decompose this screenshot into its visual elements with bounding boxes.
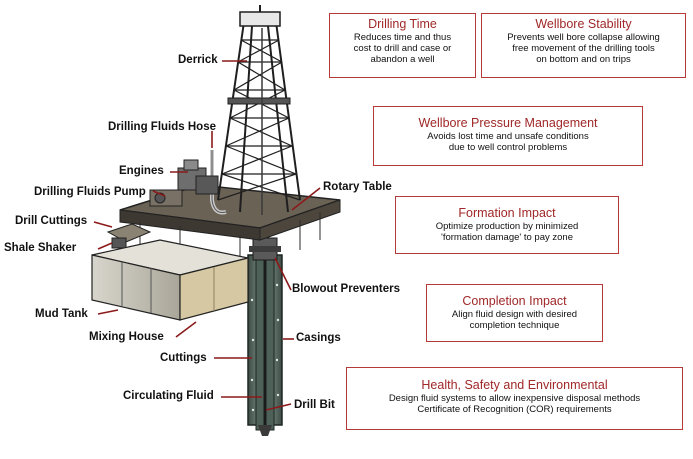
box-completion-impact-line-1: Align fluid design with desired	[451, 309, 578, 320]
drill-bit-shape	[258, 425, 272, 436]
box-formation-impact-line-1: Optimize production by minimized	[435, 221, 579, 232]
box-hse: Health, Safety and Environmental Design …	[346, 367, 683, 430]
mud-tanks	[91, 239, 249, 321]
box-formation-impact-line-2: 'formation damage' to pay zone	[441, 232, 573, 243]
box-completion-impact-title: Completion Impact	[462, 294, 567, 308]
shale-shaker-shape	[106, 223, 152, 249]
pointer-lines	[93, 60, 321, 411]
box-hse-line-2: Certificate of Recognition (COR) require…	[417, 404, 612, 415]
box-wellbore-pressure-title: Wellbore Pressure Management	[418, 116, 598, 130]
label-derrick: Derrick	[178, 54, 218, 66]
label-drill-bit: Drill Bit	[294, 399, 335, 411]
box-drilling-time-title: Drilling Time	[368, 17, 437, 31]
label-drilling-fluids-pump: Drilling Fluids Pump	[34, 186, 146, 198]
pump-shape	[149, 189, 183, 207]
box-wellbore-stability-line-2: free movement of the drilling tools	[512, 43, 655, 54]
derrick-tower	[217, 5, 301, 213]
box-drilling-time-line-3: abandon a well	[370, 54, 435, 65]
box-hse-title: Health, Safety and Environmental	[421, 378, 608, 392]
label-mixing-house: Mixing House	[89, 331, 164, 343]
label-rotary-table: Rotary Table	[323, 181, 392, 193]
label-circulating-fluid: Circulating Fluid	[123, 390, 214, 402]
box-formation-impact: Formation Impact Optimize production by …	[395, 196, 619, 254]
blowout-preventer-stack	[249, 237, 281, 261]
box-wellbore-pressure: Wellbore Pressure Management Avoids lost…	[373, 106, 643, 166]
label-drilling-fluids-hose: Drilling Fluids Hose	[108, 121, 216, 133]
box-wellbore-stability-title: Wellbore Stability	[535, 17, 632, 31]
box-wellbore-pressure-line-2: due to well control problems	[448, 142, 568, 153]
label-mud-tank: Mud Tank	[35, 308, 88, 320]
label-engines: Engines	[119, 165, 164, 177]
box-drilling-time-line-1: Reduces time and thus	[353, 32, 452, 43]
label-shale-shaker: Shale Shaker	[4, 242, 77, 254]
box-completion-impact-line-2: completion technique	[469, 320, 560, 331]
box-wellbore-stability: Wellbore Stability Prevents well bore co…	[481, 13, 686, 78]
box-wellbore-stability-line-3: on bottom and on trips	[536, 54, 631, 65]
box-drilling-time-line-2: cost to drill and case or	[353, 43, 452, 54]
box-drilling-time: Drilling Time Reduces time and thus cost…	[329, 13, 476, 78]
label-cuttings: Cuttings	[160, 352, 207, 364]
box-completion-impact: Completion Impact Align fluid design wit…	[426, 284, 603, 342]
box-formation-impact-title: Formation Impact	[458, 206, 556, 220]
label-drill-cuttings: Drill Cuttings	[15, 215, 88, 227]
engines-shape	[177, 159, 219, 195]
box-wellbore-pressure-line-1: Avoids lost time and unsafe conditions	[427, 131, 589, 142]
label-casings: Casings	[296, 332, 341, 344]
label-blowout-preventers: Blowout Preventers	[292, 283, 400, 295]
box-wellbore-stability-line-1: Prevents well bore collapse allowing	[507, 32, 660, 43]
box-hse-line-1: Design fluid systems to allow inexpensiv…	[388, 393, 641, 404]
